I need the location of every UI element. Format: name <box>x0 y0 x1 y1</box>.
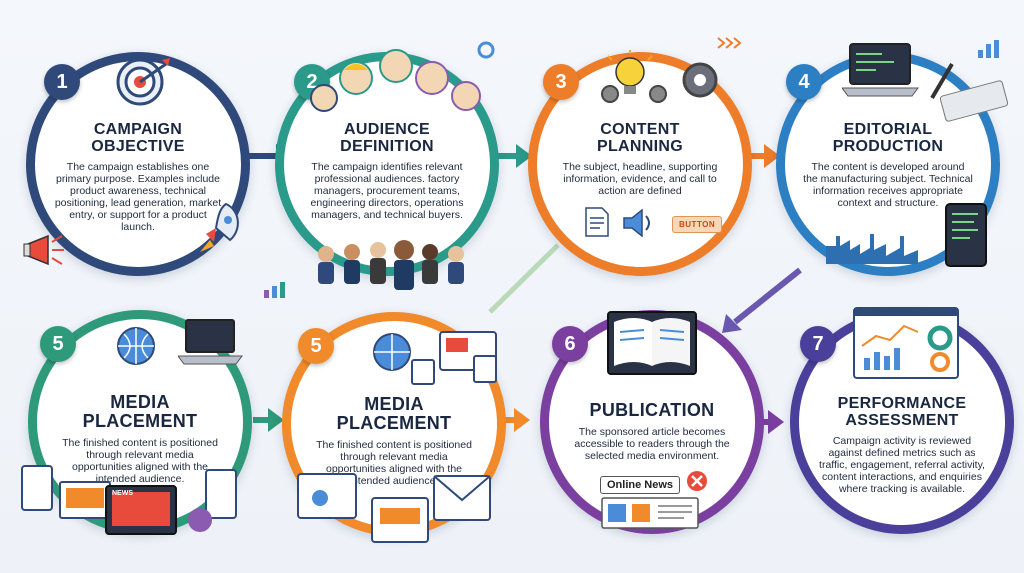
lightbulb-gears-icon <box>601 50 718 103</box>
audience-avatars-icon <box>310 49 481 112</box>
step-1-desc: The campaign establishes one primary pur… <box>54 161 222 233</box>
arrow-4-6 <box>733 267 802 325</box>
keyboard-pen-icon <box>930 62 1009 122</box>
globe-network-icon <box>117 327 155 365</box>
step-4-number: 4 <box>786 64 822 100</box>
factory-skyline-icon <box>826 234 918 264</box>
step-3-title: CONTENT PLANNING <box>597 121 683 155</box>
step-7-desc: Campaign activity is reviewed against de… <box>819 435 985 495</box>
step-5b-desc: The finished content is positioned throu… <box>316 439 472 487</box>
step-3-number: 3 <box>543 64 579 100</box>
document-icon <box>585 207 609 237</box>
step-6-title: PUBLICATION <box>589 400 715 420</box>
rocket-icon <box>200 202 239 252</box>
step-5b-title: MEDIA PLACEMENT <box>336 394 452 433</box>
news-tag: NEWS <box>112 490 133 497</box>
step-4-title: EDITORIAL PRODUCTION <box>832 121 944 155</box>
step-5a-title: MEDIA PLACEMENT <box>82 392 198 431</box>
laptop-icon <box>842 43 919 97</box>
speaker-icon <box>623 208 650 238</box>
button-chip: BUTTON <box>672 216 723 233</box>
online-news-chip: Online News <box>600 476 681 494</box>
people-group-icon <box>318 240 464 290</box>
devices-icon <box>21 465 237 535</box>
browsers-envelope-icon <box>297 473 491 543</box>
megaphone-icon <box>23 234 64 266</box>
analytics-dashboard-icon <box>853 307 959 379</box>
step-5a-number: 5 <box>40 326 76 362</box>
step-7-number: 7 <box>800 326 836 362</box>
step-7-title: PERFORMANCE ASSESSMENT <box>837 395 967 429</box>
open-book-screen-icon <box>607 311 697 375</box>
step-5a-desc: The finished content is positioned throu… <box>62 437 218 485</box>
decor-bar-icon <box>978 40 999 58</box>
arrow-3-5 <box>488 243 560 314</box>
target-icon <box>116 58 170 106</box>
article-page-icon <box>601 497 699 529</box>
step-2-desc: The campaign identifies relevant profess… <box>310 161 464 221</box>
step-6-number: 6 <box>552 326 588 362</box>
step-1-number: 1 <box>44 64 80 100</box>
step-4-desc: The content is developed around the manu… <box>803 161 973 209</box>
globe-devices-icon <box>373 331 497 385</box>
step-6-desc: The sponsored article becomes accessible… <box>574 426 730 462</box>
tablet-icon <box>945 203 987 267</box>
decor-bar-icon-2 <box>264 282 285 298</box>
step-5b-number: 5 <box>298 328 334 364</box>
step-1-title: CAMPAIGN OBJECTIVE <box>91 121 185 155</box>
laptop-small-icon <box>178 319 243 365</box>
decor-ring-icon <box>477 41 495 59</box>
decor-chevrons-icon <box>717 37 742 49</box>
step-3-desc: The subject, headline, supporting inform… <box>562 161 718 197</box>
close-icon <box>687 471 707 491</box>
step-2-title: AUDIENCE DEFINITION <box>340 121 434 155</box>
